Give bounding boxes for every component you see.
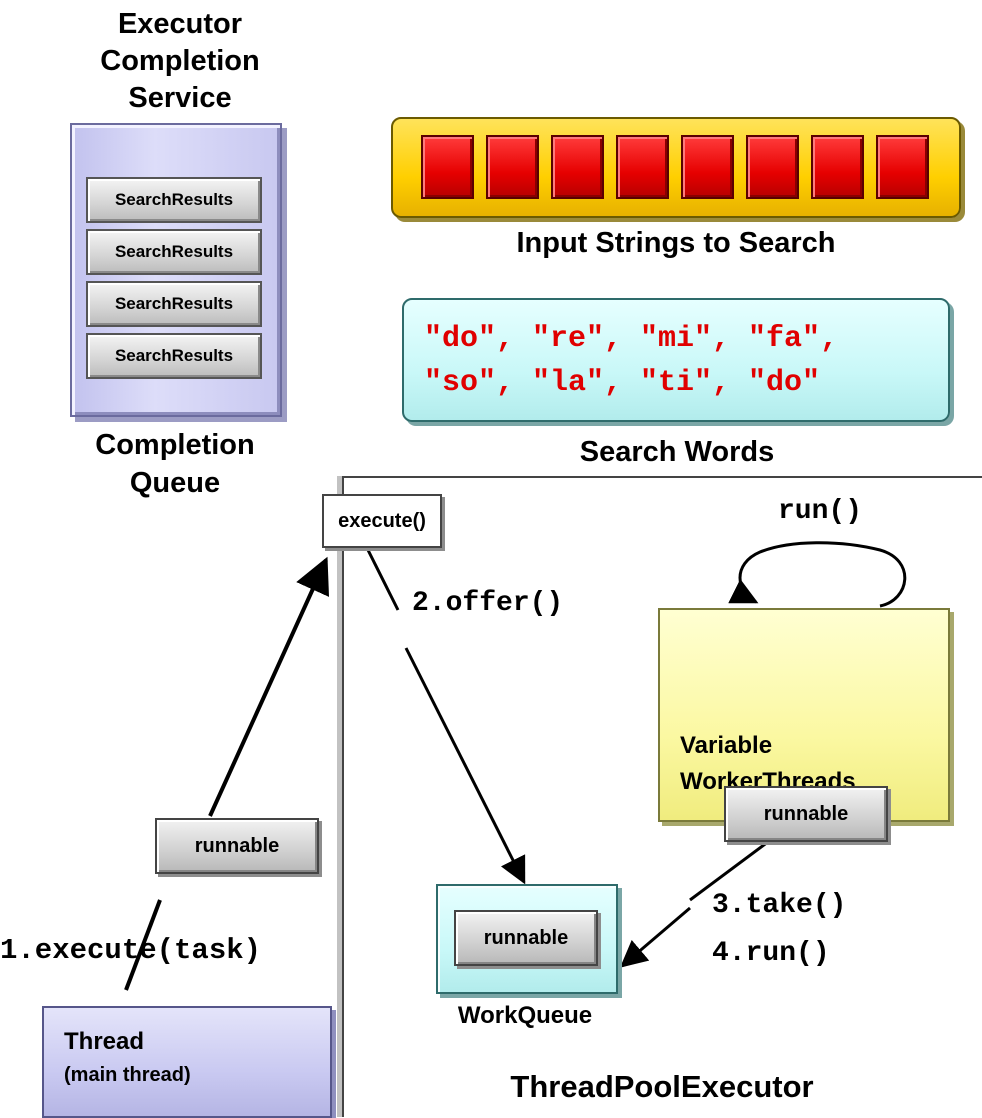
work-queue: runnable bbox=[436, 884, 618, 994]
search-results-4[interactable]: SearchResults bbox=[86, 333, 262, 379]
runnable-running-button[interactable]: runnable bbox=[724, 786, 888, 842]
run-step-label: 4.run() bbox=[712, 938, 830, 969]
input-string-cell bbox=[811, 135, 864, 199]
execute-arrow-upper bbox=[208, 556, 330, 817]
input-string-cell bbox=[681, 135, 734, 199]
completion-queue: SearchResults SearchResults SearchResult… bbox=[70, 123, 282, 417]
offer-arrow-top bbox=[364, 545, 400, 611]
input-string-cell bbox=[551, 135, 604, 199]
ecs-title: Executor Completion Service bbox=[60, 6, 300, 117]
execute-arrow-lower bbox=[124, 899, 162, 991]
ecs-title-line-3: Service bbox=[128, 82, 232, 114]
runnable-task-button[interactable]: runnable bbox=[155, 818, 319, 874]
thread-pool-executor-label: ThreadPoolExecutor bbox=[510, 1069, 814, 1104]
completion-queue-label: Completion Queue bbox=[70, 426, 280, 502]
completion-queue-label-line-2: Queue bbox=[129, 467, 221, 499]
run-label: run() bbox=[778, 496, 863, 527]
offer-arrow bbox=[404, 647, 526, 885]
execute-button[interactable]: execute() bbox=[322, 494, 442, 548]
ecs-title-line-1: Executor bbox=[117, 8, 243, 40]
run-loop-arrow bbox=[728, 541, 907, 608]
search-words-label: Search Words bbox=[579, 436, 775, 468]
input-string-cell bbox=[616, 135, 669, 199]
take-label: 3.take() bbox=[712, 890, 847, 921]
input-strings-array bbox=[391, 117, 961, 218]
completion-queue-label-line-1: Completion bbox=[95, 429, 255, 461]
input-string-cell bbox=[486, 135, 539, 199]
search-results-1[interactable]: SearchResults bbox=[86, 177, 262, 223]
input-string-cell bbox=[421, 135, 474, 199]
input-string-cell bbox=[876, 135, 929, 199]
ecs-title-line-2: Completion bbox=[100, 45, 260, 77]
search-words-line-2: "so", "la", "ti", "do" bbox=[424, 366, 821, 400]
execute-task-label: 1.execute(task) bbox=[0, 934, 262, 967]
search-words-line-1: "do", "re", "mi", "fa", bbox=[424, 322, 839, 356]
thread-title: Thread bbox=[64, 1028, 145, 1055]
search-results-2[interactable]: SearchResults bbox=[86, 229, 262, 275]
main-thread-box: Thread (main thread) bbox=[42, 1006, 332, 1118]
search-results-3[interactable]: SearchResults bbox=[86, 281, 262, 327]
offer-label: 2.offer() bbox=[412, 588, 564, 619]
work-queue-label: WorkQueue bbox=[457, 1002, 593, 1029]
work-queue-runnable[interactable]: runnable bbox=[454, 910, 598, 966]
worker-threads-label-line-1: Variable bbox=[680, 732, 773, 759]
search-words-box: "do", "re", "mi", "fa", "so", "la", "ti"… bbox=[402, 298, 950, 422]
thread-subtitle: (main thread) bbox=[64, 1064, 191, 1086]
take-arrow bbox=[619, 906, 691, 968]
input-string-cell bbox=[746, 135, 799, 199]
input-strings-label: Input Strings to Search bbox=[516, 227, 836, 259]
